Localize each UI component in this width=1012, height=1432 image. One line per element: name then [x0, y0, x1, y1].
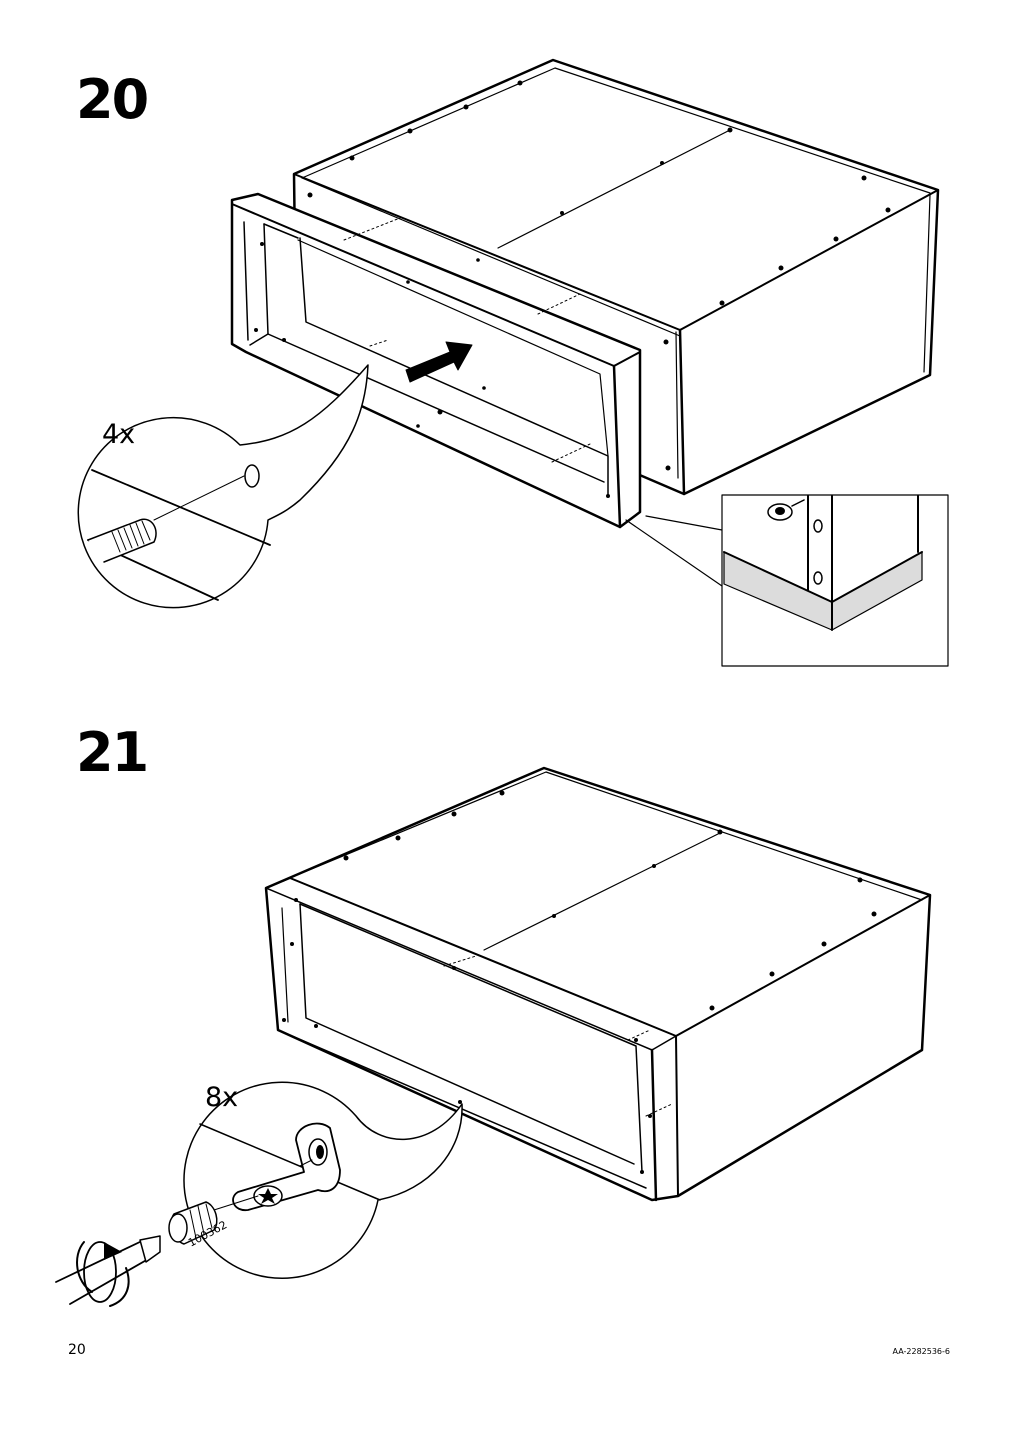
bracket-icon [767, 499, 805, 521]
bracket-callout [183, 1081, 463, 1279]
quantity-label-21: 8x [205, 1082, 239, 1113]
page-number: 20 [68, 1342, 86, 1358]
document-code: AA-2282536-6 [892, 1347, 950, 1356]
step-20-illustration [77, 58, 949, 667]
star-screw-head-icon [253, 1185, 283, 1207]
detail-inset-box [625, 494, 949, 667]
screwdriver-icon [55, 1235, 161, 1307]
step-number-21: 21 [76, 721, 149, 784]
push-direction-arrow [405, 341, 473, 383]
quantity-label-20: 4x [102, 419, 136, 450]
dowel-callout [77, 364, 369, 609]
wooden-dowel-icon [87, 518, 157, 563]
bracket-screw-icon [168, 1201, 218, 1245]
step-number-20: 20 [76, 68, 149, 131]
